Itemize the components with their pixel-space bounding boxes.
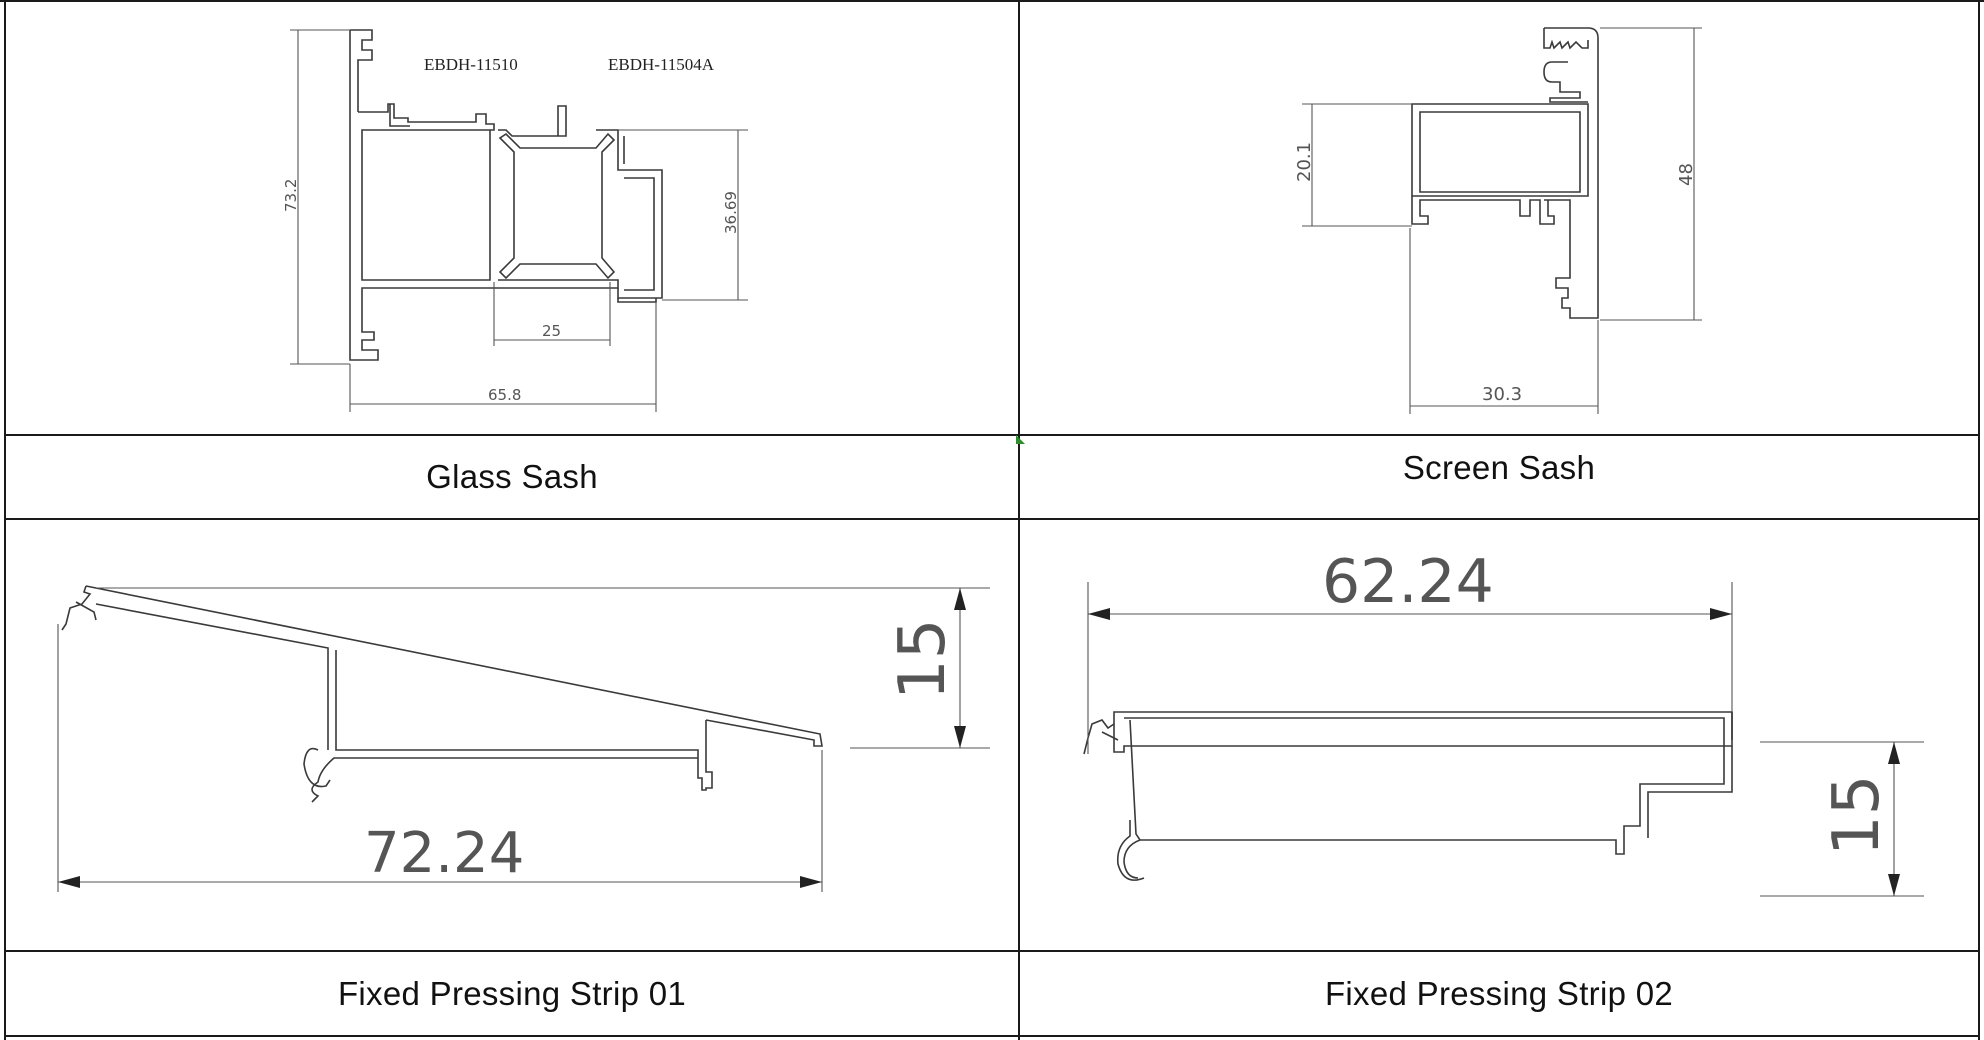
dim-label-48: 48 (1676, 163, 1697, 186)
cell-marker (1016, 435, 1025, 444)
fixed-pressing-strip-02-drawing: 62.24 15 (1020, 520, 1978, 950)
dim-label-15: 15 (886, 619, 960, 700)
dim-label-25: 25 (542, 322, 561, 340)
caption-screen-sash: Screen Sash (1402, 449, 1596, 486)
dim-label-20-1: 20.1 (1294, 142, 1315, 182)
caption-fixed-pressing-strip-01: Fixed Pressing Strip 01 (337, 974, 687, 1012)
fixed-pressing-strip-01-drawing: 15 72.24 (6, 520, 1018, 950)
table-border-right (1978, 0, 1980, 1040)
table-row-divider-2 (4, 518, 1980, 520)
dim-label-36-69: 36.69 (722, 191, 740, 234)
caption-fixed-pressing-strip-02: Fixed Pressing Strip 02 (1324, 974, 1674, 1012)
screen-sash-drawing: 20.1 48 30.3 (1020, 2, 1978, 434)
dim-label-30-3: 30.3 (1482, 384, 1522, 405)
part-label-ebdh-11504a: EBDH-11504A (608, 55, 715, 74)
glass-sash-drawing: EBDH-11510 EBDH-11504A 73.2 36.69 25 65.… (6, 2, 1018, 434)
table-row-divider-3 (4, 950, 1980, 952)
dim-label-15-b: 15 (1820, 775, 1894, 856)
part-label-ebdh-11510: EBDH-11510 (424, 55, 518, 74)
dim-label-73-2: 73.2 (282, 179, 300, 212)
dim-label-72-24: 72.24 (364, 821, 524, 886)
dim-label-65-8: 65.8 (488, 386, 521, 404)
dim-label-62-24: 62.24 (1322, 547, 1494, 617)
table-row-divider-4 (4, 1035, 1980, 1037)
table-border-top (0, 0, 1984, 2)
table-border-left (4, 0, 6, 1040)
caption-glass-sash: Glass Sash (426, 458, 598, 495)
table-column-divider (1018, 0, 1020, 1040)
table-row-divider-1 (4, 434, 1980, 436)
